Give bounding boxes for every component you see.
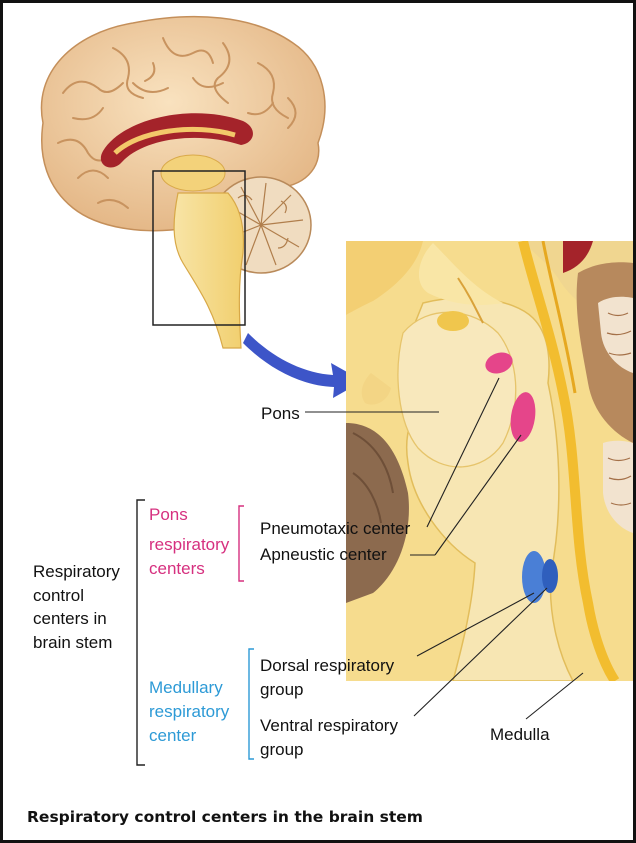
label-medullary-2: respiratory <box>149 702 230 721</box>
pons-bracket <box>239 506 244 581</box>
zoomed-brain-stem <box>346 241 633 681</box>
label-dorsal-2: group <box>260 680 303 699</box>
label-resp-control-2: control <box>33 586 84 605</box>
outer-bracket <box>137 500 145 765</box>
label-ventral-1: Ventral respiratory <box>260 716 398 735</box>
label-medulla: Medulla <box>490 725 550 744</box>
dorsal-respiratory-nucleus <box>542 559 558 593</box>
whole-brain-illustration <box>41 17 324 348</box>
label-resp-control-3: centers in <box>33 609 107 628</box>
medullary-bracket <box>249 649 254 759</box>
label-pons-resp-1: Pons <box>149 505 188 524</box>
zoom-arrow <box>243 333 363 398</box>
figure-caption: Respiratory control centers in the brain… <box>27 808 423 826</box>
brain-stem-diagram: Pons Pons respiratory centers Pneumotaxi… <box>3 3 633 840</box>
label-dorsal-1: Dorsal respiratory <box>260 656 395 675</box>
label-resp-control-1: Respiratory <box>33 562 120 581</box>
label-pons-resp-3: centers <box>149 559 205 578</box>
label-resp-control-4: brain stem <box>33 633 112 652</box>
label-pons-resp-2: respiratory <box>149 535 230 554</box>
label-pneumotaxic: Pneumotaxic center <box>260 519 411 538</box>
label-pons: Pons <box>261 404 300 423</box>
label-medullary-3: center <box>149 726 197 745</box>
label-medullary-1: Medullary <box>149 678 223 697</box>
label-apneustic: Apneustic center <box>260 545 387 564</box>
label-ventral-2: group <box>260 740 303 759</box>
